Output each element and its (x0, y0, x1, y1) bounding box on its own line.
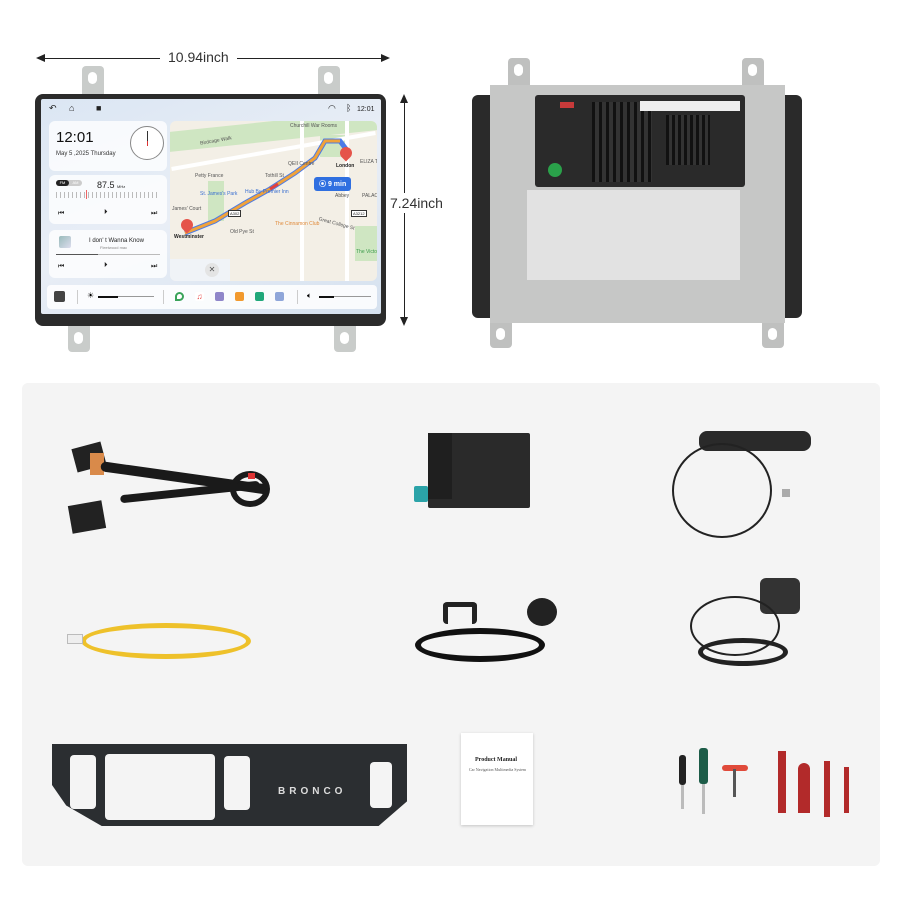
mounting-tab (508, 58, 530, 88)
mounting-tab (318, 66, 340, 96)
home-icon[interactable]: ⌂ (69, 103, 75, 113)
volume-slider[interactable] (319, 295, 371, 298)
previous-icon[interactable]: ⏮ (58, 210, 65, 217)
trim-tool (824, 761, 830, 817)
trim-tool (844, 767, 849, 813)
next-icon[interactable]: ⏭ (151, 210, 158, 217)
installation-tools (672, 743, 849, 823)
usb-cable (67, 618, 252, 663)
play-icon[interactable]: ⏵ (104, 262, 108, 269)
mounting-tab (490, 318, 512, 348)
status-bar: ↶ ⌂ ■ ◠ ᛒ 12:01 (41, 99, 381, 119)
mounting-tab (334, 322, 356, 352)
trim-tool (778, 751, 786, 813)
status-time: 12:01 (357, 106, 375, 113)
red-connector (560, 102, 574, 108)
car-icon[interactable] (54, 291, 65, 302)
previous-icon[interactable]: ⏮ (58, 263, 65, 270)
eta-badge: ⦿ 9 min (314, 177, 352, 191)
mounting-tab (68, 322, 90, 352)
map-widget[interactable]: Churchill War Rooms Birdcage Walk QEII C… (170, 121, 377, 281)
wiring-harness (67, 433, 270, 534)
hook-tool (699, 748, 708, 784)
brightness-icon: ☀ (87, 291, 95, 300)
map-road (345, 121, 349, 281)
white-connector-block (640, 101, 740, 111)
bottom-dock: ☀ ♫ 🔈︎ (47, 285, 377, 309)
wifi-icon: ◠ (328, 103, 336, 113)
gps-antenna (690, 578, 810, 673)
map-park (355, 226, 377, 261)
destination-label: London (336, 163, 355, 169)
tuning-scale[interactable] (56, 192, 160, 198)
origin-label: Westminster (174, 234, 204, 240)
music-app-icon[interactable]: ♫ (195, 292, 204, 301)
mounting-tab (82, 66, 104, 96)
heat-sink-fins (666, 115, 710, 165)
media-app-icon[interactable] (235, 292, 244, 301)
map-park (208, 181, 224, 221)
interface-box (414, 433, 538, 508)
song-title: I don' t Wanna Know (89, 238, 144, 244)
bluetooth-icon: ᛒ (346, 103, 352, 113)
heat-sink-fins (592, 102, 652, 182)
maps-app-icon[interactable] (175, 292, 184, 301)
clock-widget[interactable]: 12:01 May 5 ,2025 Thursday (49, 121, 167, 171)
map-road (300, 121, 304, 281)
tuning-marker (86, 190, 87, 199)
microphone (415, 598, 565, 668)
route-line (184, 138, 348, 236)
rear-chassis-lower-cover (527, 190, 740, 280)
product-manual: Product Manual Car Navigation Multimedia… (461, 733, 533, 825)
brightness-slider[interactable] (98, 295, 154, 298)
accessories-panel: BRONCO Product Manual Car Navigation Mul… (22, 383, 880, 866)
playback-progress[interactable] (56, 254, 160, 255)
mounting-tab (742, 58, 764, 88)
bezel-logo: BRONCO (278, 786, 347, 797)
close-icon[interactable]: ✕ (205, 263, 219, 277)
radio-app-icon[interactable] (215, 292, 224, 301)
recents-icon[interactable]: ■ (96, 103, 102, 113)
back-icon[interactable]: ↶ (49, 103, 57, 113)
play-icon[interactable]: ⏵ (104, 209, 108, 216)
green-antenna-connector (548, 163, 562, 177)
album-art (59, 236, 71, 248)
analog-clock-icon (130, 126, 164, 160)
wifi-antenna (672, 431, 817, 541)
t-handle-hex-key (722, 765, 748, 771)
volume-icon: 🔈︎ (307, 291, 312, 300)
head-unit-screen: ↶ ⌂ ■ ◠ ᛒ 12:01 12:01 May 5 ,2025 Thursd… (41, 99, 381, 314)
height-dimension-label: 7.24inch (390, 193, 443, 213)
width-dimension-label: 10.94inch (160, 49, 237, 65)
clock-time: 12:01 (56, 129, 94, 146)
music-widget[interactable]: I don' t Wanna Know Fleetwood mac ⏮ ⏵ ⏭ (49, 230, 167, 278)
song-artist: Fleetwood mac (100, 245, 128, 250)
clock-date: May 5 ,2025 Thursday (56, 151, 116, 157)
radio-frequency: 87.5 MHz (97, 180, 126, 190)
settings-app-icon[interactable] (275, 292, 284, 301)
bronco-dash-bezel: BRONCO (52, 740, 407, 830)
road-shield: A3212 (351, 210, 367, 217)
screwdriver (679, 755, 686, 785)
road-shield: A302 (228, 210, 242, 217)
mounting-tab (762, 318, 784, 348)
video-app-icon[interactable] (255, 292, 264, 301)
trim-tool (798, 763, 810, 813)
next-icon[interactable]: ⏭ (151, 263, 158, 270)
